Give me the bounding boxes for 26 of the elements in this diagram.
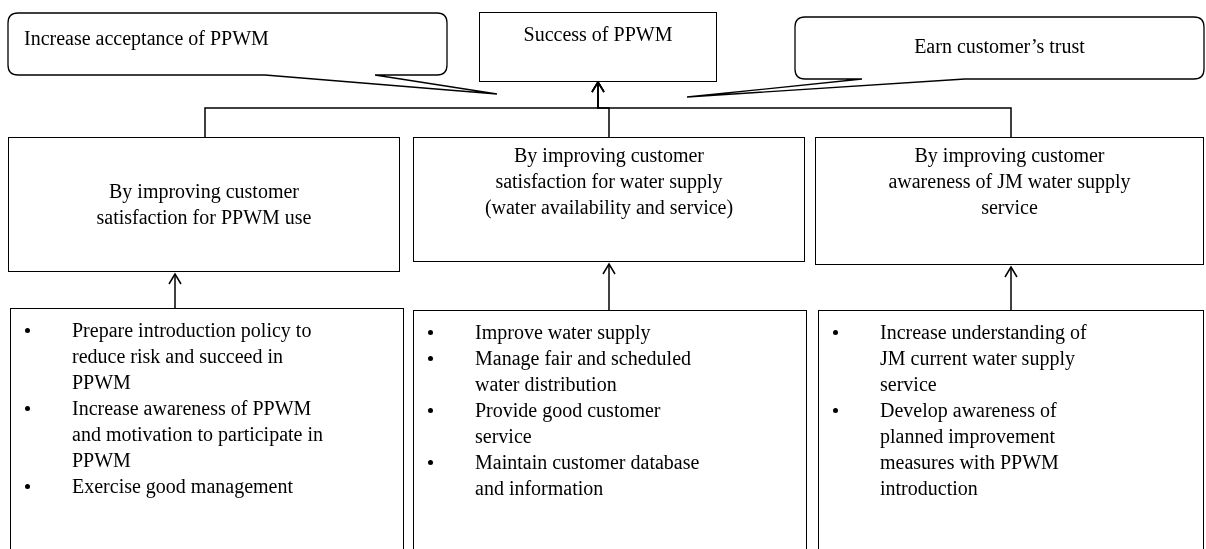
bullet-list-box	[413, 310, 807, 549]
box-text: By improving customer satisfaction for water supply (water availability and service)	[483, 143, 735, 220]
callout-text: Earn customer’s trust	[913, 34, 1086, 59]
box-text: By improving customer awareness of JM water supply service	[887, 143, 1132, 220]
callout-text: Increase acceptance of PPWM	[24, 26, 270, 51]
bullet-text: Increase understanding of JM current water supply service	[880, 320, 1088, 397]
bullet-text: Provide good customer service	[475, 398, 662, 449]
arrow	[1004, 266, 1018, 311]
bullet-list-box	[10, 308, 404, 549]
arrow	[591, 81, 1012, 138]
arrow	[602, 263, 616, 311]
text-box	[8, 137, 400, 272]
text-box	[479, 12, 717, 82]
bullet-text: Maintain customer database and information	[475, 450, 701, 501]
text-box	[413, 137, 805, 262]
bullet-text: Manage fair and scheduled water distribution	[475, 346, 692, 397]
bullet-text: Develop awareness of planned improvement measures with PPWM introduction	[880, 398, 1060, 501]
bullet-text: Prepare introduction policy to reduce risk and succeed in PPWM	[72, 318, 313, 395]
bullet-text: Improve water supply	[475, 320, 652, 345]
bullet-text: Exercise good management	[72, 474, 295, 499]
bullet-list-box	[818, 310, 1204, 549]
text-box	[815, 137, 1204, 265]
box-text: By improving customer satisfaction for PPWM use	[95, 179, 313, 230]
bullet-text: Increase awareness of PPWM and motivation to participate in PPWM	[72, 396, 324, 473]
box-text: Success of PPWM	[522, 22, 674, 47]
arrow	[168, 273, 182, 309]
